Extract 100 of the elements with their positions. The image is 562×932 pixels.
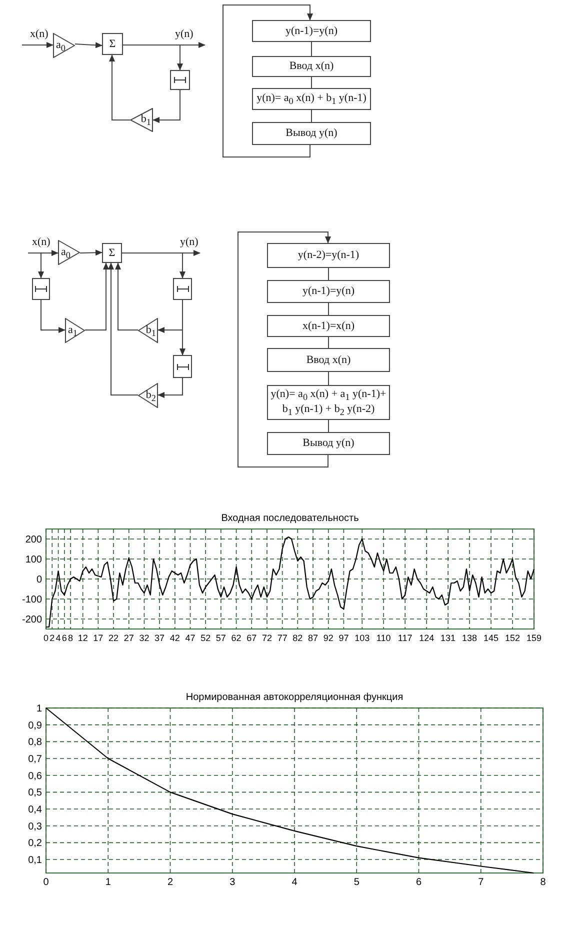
axis-tick-label: 57 bbox=[216, 633, 226, 643]
axis-tick-label: 22 bbox=[108, 633, 119, 643]
arrow bbox=[74, 42, 102, 48]
axis-tick-label: 77 bbox=[277, 633, 288, 643]
signal-label: y(n) bbox=[175, 28, 194, 40]
delay-block bbox=[173, 278, 192, 300]
axis-tick-label: 110 bbox=[376, 633, 391, 643]
arrow bbox=[222, 4, 313, 158]
process-box: Ввод x(n) bbox=[252, 56, 371, 77]
signal-label: y(n) bbox=[180, 236, 198, 248]
axis-tick-label: 8 bbox=[540, 877, 546, 888]
axis-tick-label: 0 bbox=[43, 877, 49, 888]
connector-line bbox=[328, 336, 329, 348]
signal-label: x(n) bbox=[30, 28, 48, 40]
amplifier-triangle bbox=[58, 240, 80, 265]
process-box: y(n-1)=y(n) bbox=[252, 20, 371, 42]
gain-label: a$_{0}$ bbox=[61, 245, 70, 260]
arrow bbox=[109, 54, 130, 120]
gain-label: b$_{1}$ bbox=[146, 323, 156, 338]
axis-tick-label: 6 bbox=[62, 633, 67, 643]
axis-tick-label: 12 bbox=[78, 633, 88, 643]
amplifier-triangle bbox=[138, 318, 158, 343]
axis-tick-label: 17 bbox=[93, 633, 104, 643]
process-box: x(n-1)=x(n) bbox=[267, 315, 390, 337]
axis-tick-label: 0 bbox=[44, 633, 48, 643]
axis-tick-label: 0,2 bbox=[28, 838, 42, 850]
axis-tick-label: 0,9 bbox=[28, 720, 42, 732]
axis-tick-label: 0 bbox=[36, 574, 42, 586]
connector-line bbox=[328, 420, 329, 432]
axis-tick-label: 1 bbox=[36, 704, 42, 714]
axis-tick-label: 4 bbox=[292, 877, 298, 888]
arrow bbox=[84, 262, 109, 330]
axis-tick-label: 52 bbox=[200, 633, 211, 643]
axis-tick-label: 0,7 bbox=[28, 754, 42, 765]
process-box: y(n-2)=y(n-1) bbox=[267, 243, 390, 268]
axis-tick-label: 124 bbox=[419, 633, 434, 643]
axis-tick-label: 47 bbox=[185, 633, 196, 643]
delay-block bbox=[173, 355, 192, 378]
axis-tick-label: 131 bbox=[440, 633, 456, 643]
axis-tick-label: 0,4 bbox=[28, 804, 42, 816]
axis-tick-label: 0,3 bbox=[28, 821, 42, 832]
axis-tick-label: 82 bbox=[292, 633, 303, 643]
amplifier-triangle bbox=[65, 318, 85, 343]
gain-label: a$_{1}$ bbox=[68, 323, 78, 338]
process-box: Вывод y(n) bbox=[267, 432, 390, 455]
axis-tick-label: 2 bbox=[167, 877, 174, 888]
axis-tick-label: 0,5 bbox=[28, 788, 42, 799]
axis-tick-label: 117 bbox=[398, 633, 412, 643]
arrow bbox=[238, 232, 331, 468]
axis-tick-label: 145 bbox=[484, 633, 499, 643]
axis-tick-label: 32 bbox=[139, 633, 150, 643]
chart-title: Входная последовательность bbox=[221, 513, 359, 524]
arrow bbox=[38, 252, 44, 278]
axis-tick-label: 37 bbox=[154, 633, 165, 643]
summer-box: Σ bbox=[102, 33, 123, 55]
signal-label: x(n) bbox=[32, 236, 50, 248]
axis-tick-label: 2 bbox=[50, 633, 55, 643]
axis-tick-label: 4 bbox=[56, 633, 61, 643]
amplifier-triangle bbox=[130, 108, 153, 132]
axis-tick-label: 0,8 bbox=[28, 737, 42, 748]
process-box: y(n)= a$_{0}$ x(n) + a$_{1}$ y(n-1)+ b$_{1}$ y(n-1) + b$_{2}$ y(n-2) bbox=[267, 385, 390, 420]
axis-tick-label: 62 bbox=[231, 633, 242, 643]
connector-line bbox=[311, 110, 312, 122]
axis-tick-label: -200 bbox=[22, 614, 42, 626]
connector-line bbox=[311, 42, 312, 56]
connector-line bbox=[328, 372, 329, 386]
process-box: y(n)= a$_{0}$ x(n) + b$_{1}$ y(n-1) bbox=[252, 88, 371, 110]
amplifier-triangle bbox=[138, 383, 158, 408]
axis-tick-label: 7 bbox=[478, 877, 484, 888]
axis-tick-label: 92 bbox=[323, 633, 334, 643]
arrow bbox=[28, 250, 58, 256]
arrow bbox=[115, 262, 138, 330]
arrow bbox=[40, 300, 66, 333]
arrow bbox=[122, 252, 186, 278]
axis-tick-label: 138 bbox=[462, 633, 478, 643]
connector-line bbox=[328, 302, 329, 316]
gain-label: a$_{0}$ bbox=[56, 38, 66, 53]
axis-tick-label: 200 bbox=[25, 534, 42, 546]
axis-tick-label: 0,1 bbox=[28, 855, 42, 866]
axis-tick-label: 159 bbox=[526, 633, 542, 643]
chart-title: Нормированная автокорреляционная функция bbox=[186, 692, 404, 703]
process-box: Ввод x(n) bbox=[267, 348, 390, 372]
arrow bbox=[80, 250, 102, 256]
arrow bbox=[158, 378, 183, 398]
axis-tick-label: 72 bbox=[262, 633, 272, 643]
axis-tick-label: 100 bbox=[25, 554, 42, 566]
axis-tick-label: 8 bbox=[68, 633, 74, 643]
gain-label: b$_{2}$ bbox=[146, 388, 156, 403]
process-box: Вывод y(n) bbox=[252, 122, 371, 145]
axis-tick-label: 42 bbox=[170, 633, 180, 643]
axis-tick-label: 3 bbox=[230, 877, 236, 888]
amplifier-triangle bbox=[53, 33, 75, 58]
arrow bbox=[180, 300, 186, 356]
delay-block bbox=[32, 278, 50, 300]
axis-tick-label: 103 bbox=[354, 633, 370, 643]
axis-tick-label: 6 bbox=[416, 877, 422, 888]
axis-tick-label: 27 bbox=[124, 633, 134, 643]
axis-tick-label: 97 bbox=[338, 633, 349, 643]
axis-tick-label: 1 bbox=[105, 877, 111, 888]
arrow bbox=[108, 262, 138, 396]
